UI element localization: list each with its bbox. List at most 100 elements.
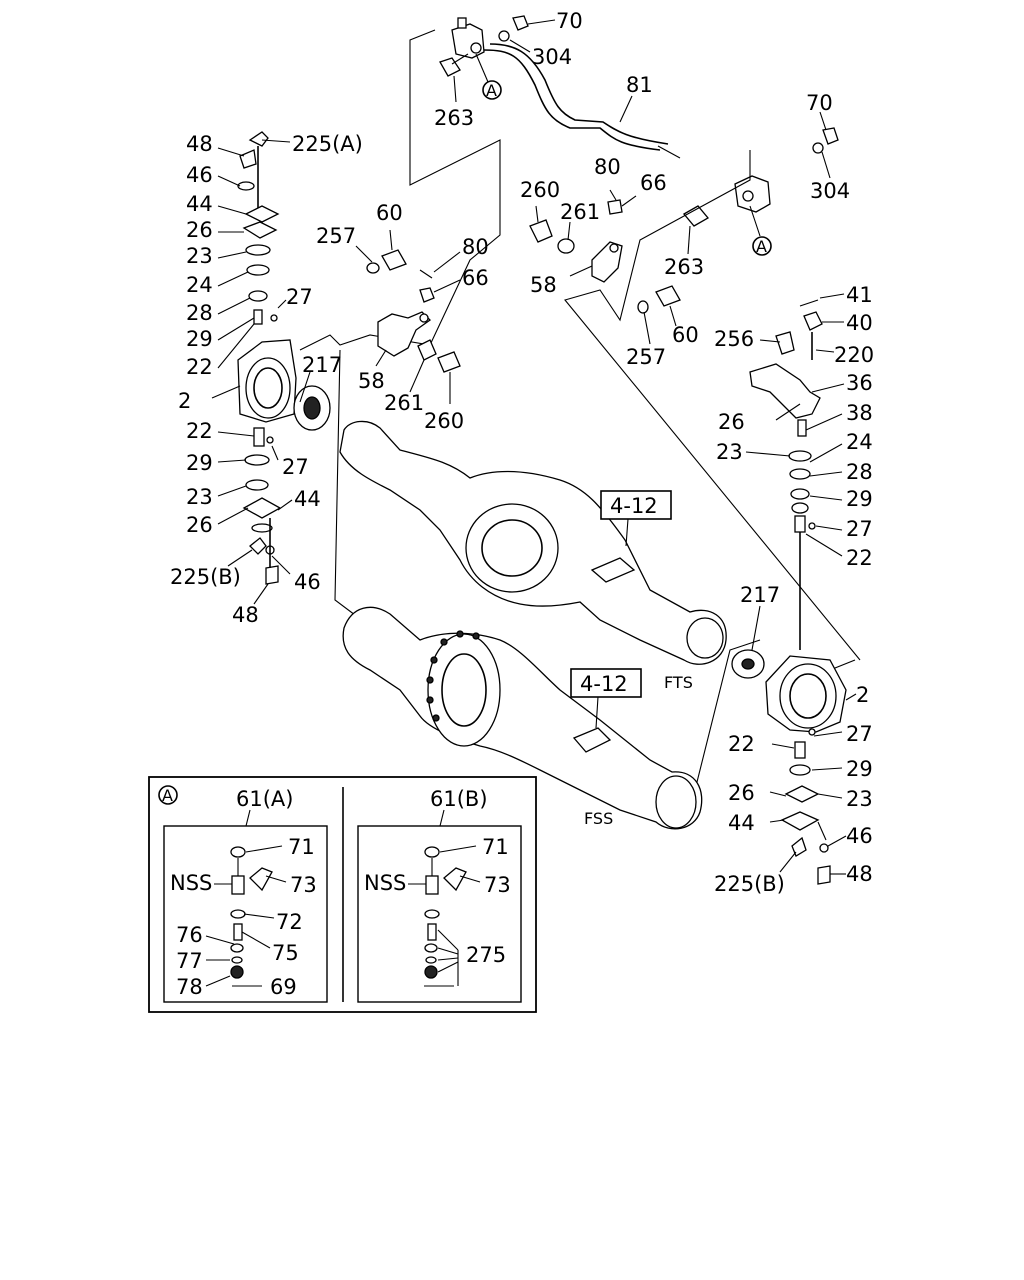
part-labels: 70 304 263 81 70 304 48 225(A) 46 44 26 …	[170, 9, 874, 896]
label-22-c: 22	[186, 419, 213, 443]
upper-axle-housing	[339, 420, 727, 665]
label-220: 220	[834, 343, 874, 367]
label-80: 80	[462, 235, 489, 259]
label-304-right: 304	[810, 179, 850, 203]
panel-61b-275: 275	[466, 943, 506, 967]
label-257-b: 257	[626, 345, 666, 369]
panel-61a-69: 69	[270, 975, 297, 999]
label-225b-right: 225(B)	[714, 872, 785, 896]
reference-boxes: 4-12 4-12	[570, 490, 672, 729]
panel-61a-71: 71	[288, 835, 315, 859]
label-261: 261	[384, 391, 424, 415]
label-27-b: 27	[846, 517, 873, 541]
label-23: 23	[186, 244, 213, 268]
label-29-b: 29	[846, 487, 873, 511]
right-knuckle	[731, 605, 857, 733]
label-29: 29	[186, 327, 213, 351]
label-23-c: 23	[186, 485, 213, 509]
label-80-b: 80	[594, 155, 621, 179]
label-263-b: 263	[664, 255, 704, 279]
panel-61a: 61(A) 71 NSS 73 72 76 75	[163, 787, 328, 1003]
label-26: 26	[186, 218, 213, 242]
label-28: 28	[186, 301, 213, 325]
label-257: 257	[316, 224, 356, 248]
panel-61a-76: 76	[176, 923, 203, 947]
label-22-d: 22	[728, 732, 755, 756]
label-70-top: 70	[556, 9, 583, 33]
label-40: 40	[846, 311, 873, 335]
panel-61b-title: 61(B)	[430, 787, 488, 811]
label-48: 48	[186, 132, 213, 156]
label-260: 260	[424, 409, 464, 433]
hub-bolt-ring	[426, 630, 480, 722]
label-26-b: 26	[718, 410, 745, 434]
label-58-b: 58	[530, 273, 557, 297]
label-22: 22	[186, 355, 213, 379]
right-kingpin-upper	[745, 293, 845, 650]
label-23-d: 23	[846, 787, 873, 811]
label-66: 66	[462, 266, 489, 290]
label-22-b: 22	[846, 546, 873, 570]
panel-61a-78: 78	[176, 975, 203, 999]
lower-axle-housing	[342, 606, 703, 830]
ref-box-lower[interactable]	[570, 668, 642, 698]
label-48-d: 48	[846, 862, 873, 886]
tie-rod-assembly	[439, 15, 839, 256]
ref-box-upper[interactable]	[600, 490, 672, 520]
label-29-c: 29	[186, 451, 213, 475]
ref-box-upper-label: 4-12	[610, 494, 658, 518]
panel-61a-75: 75	[272, 941, 299, 965]
label-217-b: 217	[740, 583, 780, 607]
label-46: 46	[186, 163, 213, 187]
label-26-c: 26	[186, 513, 213, 537]
circle-a-markers: A A	[486, 81, 767, 256]
label-24-b: 24	[846, 430, 873, 454]
label-29-d: 29	[846, 757, 873, 781]
label-225a: 225(A)	[292, 132, 363, 156]
label-58: 58	[358, 369, 385, 393]
label-28-b: 28	[846, 460, 873, 484]
panel-61b: 61(B) 71 NSS 73 275	[357, 787, 522, 1003]
inset-marker: A	[162, 786, 173, 805]
right-arm-group	[529, 189, 681, 345]
circle-a-top: A	[486, 81, 497, 100]
left-kingpin-stack	[211, 131, 331, 605]
label-225b: 225(B)	[170, 565, 241, 589]
label-38: 38	[846, 401, 873, 425]
label-46-d: 46	[846, 824, 873, 848]
label-48-c: 48	[232, 603, 259, 627]
ref-box-lower-label: 4-12	[580, 672, 628, 696]
label-70-right: 70	[806, 91, 833, 115]
panel-61a-73: 73	[290, 873, 317, 897]
label-46-c: 46	[294, 570, 321, 594]
label-26-d: 26	[728, 781, 755, 805]
label-304-top: 304	[532, 45, 572, 69]
circle-a-right: A	[756, 237, 767, 256]
right-kingpin-lower	[769, 728, 847, 885]
label-44-c: 44	[294, 487, 321, 511]
panel-61a-77: 77	[176, 949, 203, 973]
label-263-top: 263	[434, 106, 474, 130]
label-27-c: 27	[282, 455, 309, 479]
label-261-b: 261	[560, 200, 600, 224]
assembly-outline-lines	[299, 29, 861, 811]
left-arm-group	[355, 229, 461, 404]
label-44: 44	[186, 192, 213, 216]
label-217: 217	[302, 353, 342, 377]
inset-panel: A 61(A) 71 NSS 73	[148, 776, 537, 1013]
label-60-b: 60	[672, 323, 699, 347]
label-2-b: 2	[856, 683, 869, 707]
label-260-b: 260	[520, 178, 560, 202]
label-fss: FSS	[584, 809, 613, 828]
label-81: 81	[626, 73, 653, 97]
label-256: 256	[714, 327, 754, 351]
panel-61a-title: 61(A)	[236, 787, 293, 811]
label-66-b: 66	[640, 171, 667, 195]
label-fts: FTS	[664, 673, 693, 692]
label-27: 27	[286, 285, 313, 309]
panel-61b-73: 73	[484, 873, 511, 897]
label-24: 24	[186, 273, 213, 297]
panel-61a-72: 72	[276, 910, 303, 934]
label-60: 60	[376, 201, 403, 225]
